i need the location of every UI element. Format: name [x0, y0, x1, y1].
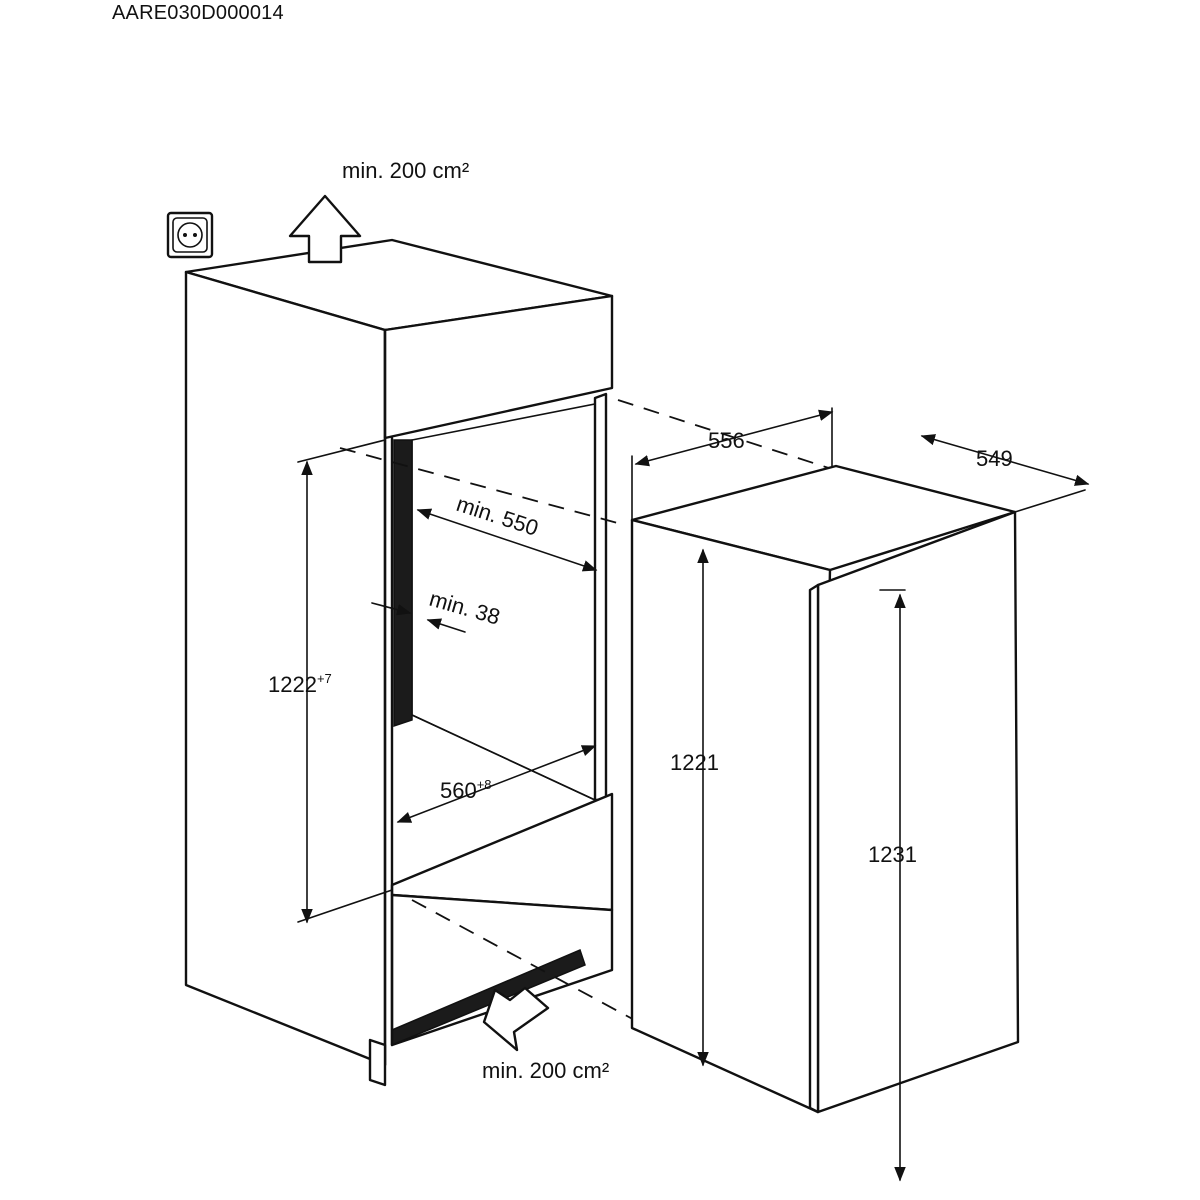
cabinet-housing: [184, 238, 614, 1087]
vent-bottom-label: min. 200 cm²: [482, 1058, 609, 1083]
niche-width-value: 560: [440, 778, 477, 803]
dimension-lines: [297, 407, 1090, 1182]
power-socket-icon: [166, 211, 214, 259]
niche-height-tolerance: +7: [317, 671, 332, 686]
niche-height-value: 1222: [268, 672, 317, 697]
cabinet-side-panel: [184, 270, 387, 1067]
appliance-height-label: 1221: [670, 750, 719, 775]
appliance-door: [816, 510, 1020, 1114]
drawing-code: AARE030D000014: [112, 2, 284, 24]
appliance-side: [630, 518, 832, 1114]
niche-left-strip: [393, 439, 413, 728]
arrow-up-icon: [288, 194, 362, 264]
niche-width-tolerance: +8: [477, 777, 492, 792]
cabinet-right-stile: [593, 392, 608, 802]
niche-width-label: 560+8: [440, 777, 492, 803]
arrow-right-icon: [482, 986, 550, 1052]
appliance-height-door-label: 1231: [868, 842, 917, 867]
appliance-door-edge: [808, 583, 820, 1114]
appliance-width-label: 556: [708, 428, 745, 453]
vent-top-label: min. 200 cm²: [342, 158, 469, 183]
niche-height-label: 1222+7: [268, 671, 332, 697]
appliance-body: [630, 464, 1020, 1114]
appliance-depth-label: 549: [976, 446, 1013, 471]
cabinet-skirt: [368, 1038, 387, 1087]
